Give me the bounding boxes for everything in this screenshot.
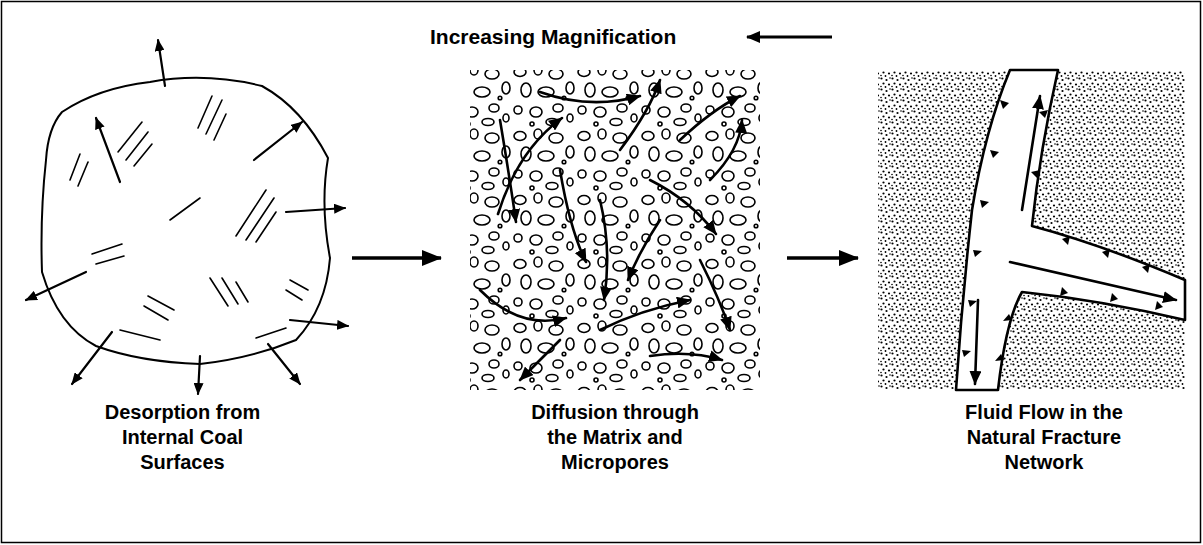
panel-caption: Diffusion through the Matrix and Micropo… (517, 400, 713, 475)
flow-arrow (787, 256, 858, 260)
flow-arrow (352, 256, 441, 260)
title: Increasing Magnification (430, 24, 676, 50)
process-panel: Diffusion through the Matrix and Micropo… (445, 60, 785, 490)
process-panel: Desorption from Internal Coal Surfaces (15, 60, 350, 490)
process-panel: Fluid Flow in the Natural Fracture Netwo… (862, 60, 1190, 490)
panel-caption: Desorption from Internal Coal Surfaces (92, 400, 274, 475)
panel-caption: Fluid Flow in the Natural Fracture Netwo… (946, 400, 1142, 475)
